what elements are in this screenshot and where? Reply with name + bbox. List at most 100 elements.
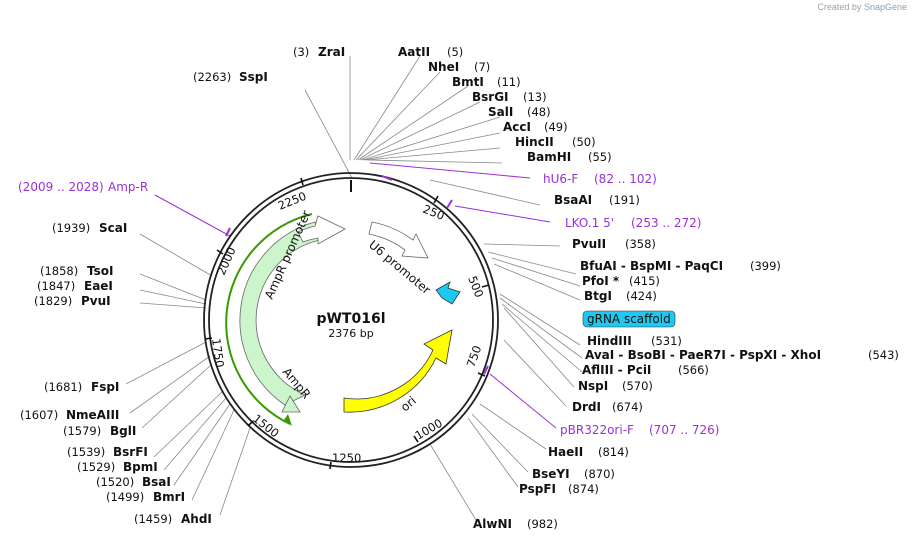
tick-label-1250: 1250 bbox=[332, 451, 361, 465]
ampr-promoter-feature bbox=[297, 215, 346, 245]
site-pos-nmeaiii: (1607) bbox=[20, 408, 58, 422]
site-pos-zrai: (3) bbox=[293, 45, 309, 59]
plasmid-length: 2376 bp bbox=[328, 327, 373, 340]
site-pos-scai: (1939) bbox=[52, 221, 90, 235]
site-nhei: NheI bbox=[428, 60, 459, 74]
tick-marks bbox=[204, 177, 490, 470]
site-sspi: SspI bbox=[239, 70, 268, 84]
site-pos-afliii: (566) bbox=[678, 363, 709, 377]
site-pos-bmri: (1499) bbox=[106, 490, 144, 504]
site-alwni: AlwNI bbox=[473, 517, 512, 531]
site-drdi: DrdI bbox=[572, 400, 601, 414]
site-bseyi: BseYI bbox=[532, 467, 570, 481]
site-pos-bgli: (1579) bbox=[63, 424, 101, 438]
u6-promoter-label: U6 promoter bbox=[366, 238, 433, 298]
site-hincii: HincII bbox=[515, 135, 554, 149]
site-bsrgi: BsrGI bbox=[472, 90, 509, 104]
primer-range-ampr: (2009 .. 2028) bbox=[18, 180, 104, 194]
site-nmeaiii: NmeAIII bbox=[66, 408, 119, 422]
site-pos-bsaai: (191) bbox=[609, 193, 640, 207]
grna-scaffold-badge bbox=[582, 310, 676, 328]
site-bmri: BmrI bbox=[153, 490, 185, 504]
site-pos-bsrgi: (13) bbox=[523, 90, 547, 104]
primer-labels: (2009 .. 2028) Amp-R hU6-F (82 .. 102) L… bbox=[18, 172, 719, 437]
site-pos-sali: (48) bbox=[527, 105, 551, 119]
site-afliii: AflIII - PciI bbox=[582, 363, 651, 377]
primer-name-pbr322: pBR322ori-F bbox=[560, 423, 634, 437]
right-sites: AatII (5) NheI (7) BmtI (11) BsrGI (13) … bbox=[398, 45, 899, 531]
ori-feature bbox=[343, 329, 453, 413]
site-pos-hindiii: (531) bbox=[651, 334, 682, 348]
site-pos-aatii: (5) bbox=[447, 45, 463, 59]
site-pos-acci: (49) bbox=[544, 120, 568, 134]
site-bfuai: BfuAI - BspMI - PaqCI bbox=[580, 259, 723, 273]
ampr-label: AmpR bbox=[280, 365, 314, 401]
site-pos-bsai: (1520) bbox=[96, 475, 134, 489]
primer-mark-hu6 bbox=[381, 175, 393, 181]
site-pos-drdi: (674) bbox=[612, 400, 643, 414]
ampr-feature bbox=[239, 221, 321, 406]
site-pos-bseyi: (870) bbox=[584, 467, 615, 481]
site-pspfi: PspFI bbox=[519, 482, 556, 496]
backbone-outer bbox=[203, 172, 499, 468]
primer-name-ampr: Amp-R bbox=[108, 180, 148, 194]
site-fspi: FspI bbox=[91, 380, 119, 394]
site-nspi: NspI bbox=[578, 379, 608, 393]
grna-scaffold-label: gRNA scaffold bbox=[587, 312, 671, 326]
leader-lines bbox=[125, 55, 583, 521]
site-scai: ScaI bbox=[99, 221, 127, 235]
primer-name-lko: LKO.1 5' bbox=[565, 216, 614, 230]
site-acci: AccI bbox=[503, 120, 531, 134]
site-hindiii: HindIII bbox=[587, 334, 632, 348]
site-pos-bpmi: (1529) bbox=[77, 460, 115, 474]
ori-label: ori bbox=[398, 394, 419, 415]
site-bgli: BglI bbox=[110, 424, 136, 438]
snapgene-credit: Created by SnapGene bbox=[817, 2, 907, 12]
site-pos-nhei: (7) bbox=[474, 60, 490, 74]
site-pos-fspi: (1681) bbox=[44, 380, 82, 394]
ampr-promoter-label: AmpR promoter bbox=[262, 208, 314, 301]
site-pos-bfuai: (399) bbox=[750, 259, 781, 273]
site-pos-bmti: (11) bbox=[497, 75, 521, 89]
u6-promoter-feature bbox=[368, 221, 429, 259]
site-pos-tsoi: (1858) bbox=[40, 264, 78, 278]
ampr-orf-arrowhead bbox=[284, 414, 292, 426]
site-pvuii: PvuII bbox=[572, 237, 606, 251]
primer-range-pbr322: (707 .. 726) bbox=[649, 423, 719, 437]
snapgene-logo: SnapGene bbox=[863, 2, 907, 12]
site-sali: SalI bbox=[488, 105, 513, 119]
site-pos-pfoi: (415) bbox=[629, 274, 660, 288]
tick-label-1000: 1000 bbox=[413, 416, 445, 443]
site-zrai: ZraI bbox=[318, 45, 345, 59]
site-pos-pvuii: (358) bbox=[625, 237, 656, 251]
site-aatii: AatII bbox=[398, 45, 430, 59]
site-pos-hincii: (50) bbox=[572, 135, 596, 149]
site-bpmi: BpmI bbox=[123, 460, 158, 474]
primer-range-hu6: (82 .. 102) bbox=[594, 172, 657, 186]
tick-label-2000: 2000 bbox=[214, 245, 239, 277]
tick-label-1750: 1750 bbox=[209, 337, 227, 368]
site-pos-ahdi: (1459) bbox=[134, 512, 172, 526]
site-pos-alwni: (982) bbox=[527, 517, 558, 531]
site-pos-bamhi: (55) bbox=[588, 150, 612, 164]
plasmid-name: pWT016l bbox=[316, 311, 385, 327]
site-pos-nspi: (570) bbox=[622, 379, 653, 393]
site-avai: AvaI - BsoBI - PaeR7I - PspXI - XhoI bbox=[585, 348, 821, 362]
site-pos-pspfi: (874) bbox=[568, 482, 599, 496]
site-haeii: HaeII bbox=[548, 445, 583, 459]
site-btgi: BtgI bbox=[584, 289, 612, 303]
site-pos-sspi: (2263) bbox=[193, 70, 231, 84]
tick-label-2250: 2250 bbox=[276, 189, 308, 213]
primer-name-hu6: hU6-F bbox=[543, 172, 578, 186]
site-tsoi: TsoI bbox=[87, 264, 113, 278]
site-pos-avai: (543) bbox=[868, 348, 899, 362]
grna-scaffold-feature bbox=[435, 281, 461, 305]
tick-label-500: 500 bbox=[465, 274, 486, 300]
credit-prefix: Created by bbox=[817, 2, 862, 12]
site-pos-bsrfi: (1539) bbox=[67, 445, 105, 459]
tick-label-250: 250 bbox=[421, 202, 447, 223]
backbone-inner bbox=[208, 177, 494, 463]
site-bamhi: BamHI bbox=[527, 150, 571, 164]
